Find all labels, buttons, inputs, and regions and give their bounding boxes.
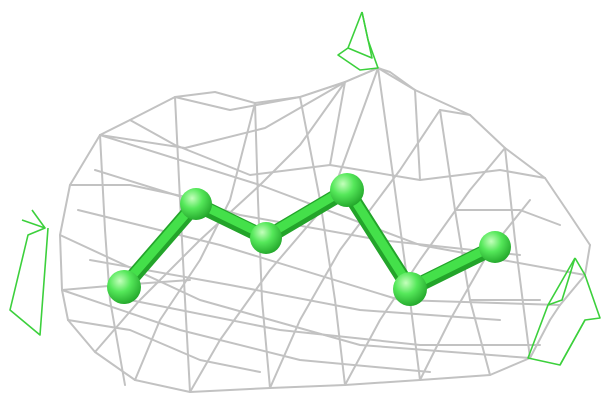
mesh-strand [377, 67, 421, 381]
mesh-strand [67, 319, 551, 393]
mesh-strand [61, 289, 431, 373]
mesh-strand [269, 109, 441, 389]
mesh-strand [344, 67, 416, 91]
neighbor-fragments [9, 11, 601, 366]
fragment-strand [559, 319, 586, 366]
mesh-strand [174, 96, 191, 393]
mesh-strand [414, 89, 421, 181]
mesh-strand [77, 209, 561, 306]
mesh-strand [439, 109, 471, 116]
mesh-strand [419, 199, 531, 381]
mesh-strand [67, 319, 261, 373]
mesh-strand [329, 81, 346, 166]
fragment-strand [347, 11, 373, 59]
ligand-atoms [107, 173, 511, 306]
ligand-molecule[interactable] [107, 173, 511, 306]
mesh-strand [504, 147, 531, 359]
atom [180, 188, 212, 220]
fragment-strand [9, 209, 49, 336]
bond-highlight [119, 197, 201, 290]
mesh-strand [129, 299, 541, 346]
fragment-strand [21, 219, 46, 229]
atom [479, 231, 511, 263]
mesh-strand [69, 184, 201, 201]
atom [330, 173, 364, 207]
bond-highlight [342, 183, 415, 292]
mesh-strand [344, 147, 506, 386]
mesh-strand [454, 209, 561, 226]
mesh-strand [99, 81, 346, 149]
mesh-strand [189, 67, 379, 393]
atom [393, 272, 427, 306]
atom [107, 270, 141, 304]
electron-density-mesh [59, 67, 591, 393]
mesh-strand [89, 259, 501, 321]
mesh-strand [99, 134, 126, 386]
mesh-strand [59, 184, 71, 321]
mesh-strand [549, 244, 591, 321]
atom [250, 222, 282, 254]
mesh-strand [299, 96, 346, 386]
fragment-strand [337, 11, 379, 71]
fragment-strand [547, 257, 576, 306]
fragment-strand [527, 257, 601, 366]
mesh-strand [174, 96, 301, 111]
